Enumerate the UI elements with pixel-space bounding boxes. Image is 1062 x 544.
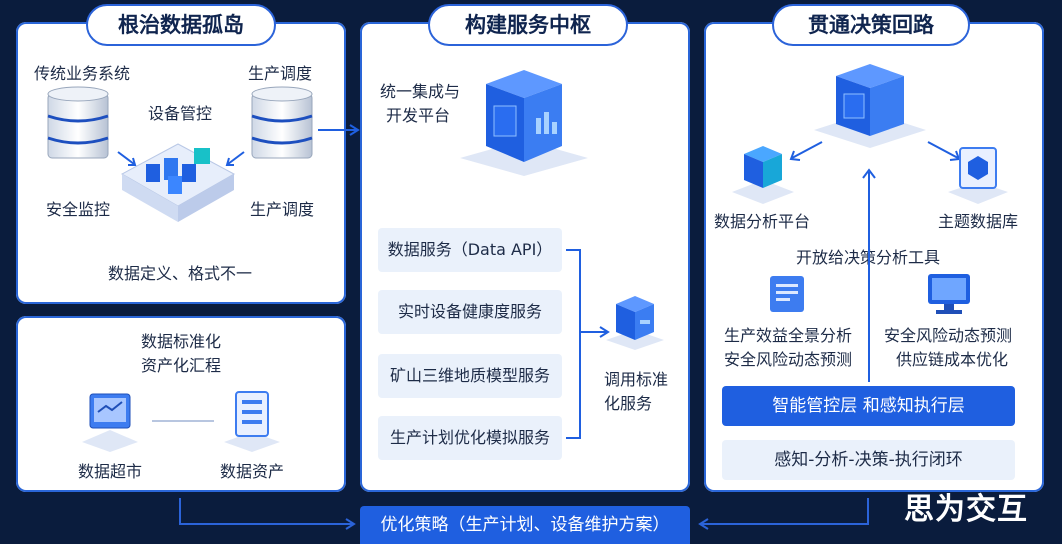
monitor-icon (922, 270, 976, 318)
document-icon (762, 272, 812, 318)
service-item[interactable]: 矿山三维地质模型服务 (378, 354, 562, 398)
label-standardization-2: 资产化汇程 (116, 352, 246, 376)
label-sched-top: 生产调度 (248, 60, 312, 84)
feedback-line-left (172, 496, 362, 532)
label-right-2: 供应链成本优化 (896, 346, 1008, 370)
feedback-line-right (696, 496, 876, 532)
cube-server-icon (810, 62, 930, 152)
closed-loop-bar[interactable]: 感知-分析-决策-执行闭环 (722, 440, 1015, 480)
service-item[interactable]: 数据服务（Data API） (378, 228, 562, 272)
arrow-icon (318, 124, 362, 136)
smart-control-layer-bar[interactable]: 智能管控层 和感知执行层 (722, 386, 1015, 426)
cube-server-icon (456, 66, 592, 178)
title-data-silo: 根治数据孤岛 (86, 4, 276, 46)
label-data-assets: 数据资产 (220, 458, 284, 482)
title-decision-loop: 贯通决策回路 (772, 4, 970, 46)
label-left-2: 安全风险动态预测 (724, 346, 852, 370)
label-legacy-systems: 传统业务系统 (34, 60, 130, 84)
label-data-market: 数据超市 (78, 458, 142, 482)
connector-line (152, 420, 214, 422)
cube-server-icon (604, 292, 666, 352)
arrow-up-icon (862, 168, 876, 180)
server-cluster-icon (730, 140, 796, 206)
server-cluster-icon (118, 124, 238, 234)
label-call-2: 化服务 (604, 390, 652, 414)
document-icon (222, 388, 282, 454)
label-standardization-1: 数据标准化 (116, 328, 246, 352)
label-safety: 安全监控 (46, 196, 110, 220)
service-item[interactable]: 生产计划优化模拟服务 (378, 416, 562, 460)
service-item[interactable]: 实时设备健康度服务 (378, 290, 562, 334)
label-inconsistent: 数据定义、格式不一 (108, 260, 252, 284)
label-right-1: 安全风险动态预测 (884, 322, 1012, 346)
arrow-icon (116, 150, 140, 170)
database-icon (46, 86, 110, 166)
arrow-icon (222, 150, 246, 170)
watermark: 思为交互 (904, 484, 1028, 528)
label-left-1: 生产效益全景分析 (724, 322, 852, 346)
database-icon (250, 86, 314, 166)
title-service-hub: 构建服务中枢 (428, 4, 628, 46)
hexagon-icon (946, 140, 1010, 206)
label-theme-db: 主题数据库 (938, 208, 1018, 232)
label-platform-2: 开发平台 (386, 102, 450, 126)
label-call-1: 调用标准 (604, 366, 668, 390)
label-analysis-platform: 数据分析平台 (714, 208, 810, 232)
label-device-control: 设备管控 (148, 100, 212, 124)
vertical-flow-line (868, 172, 870, 382)
monitor-icon (80, 390, 140, 454)
optimization-strategy-bar[interactable]: 优化策略（生产计划、设备维护方案） (360, 506, 690, 544)
label-platform-1: 统一集成与 (380, 78, 460, 102)
label-sched-bottom: 生产调度 (250, 196, 314, 220)
